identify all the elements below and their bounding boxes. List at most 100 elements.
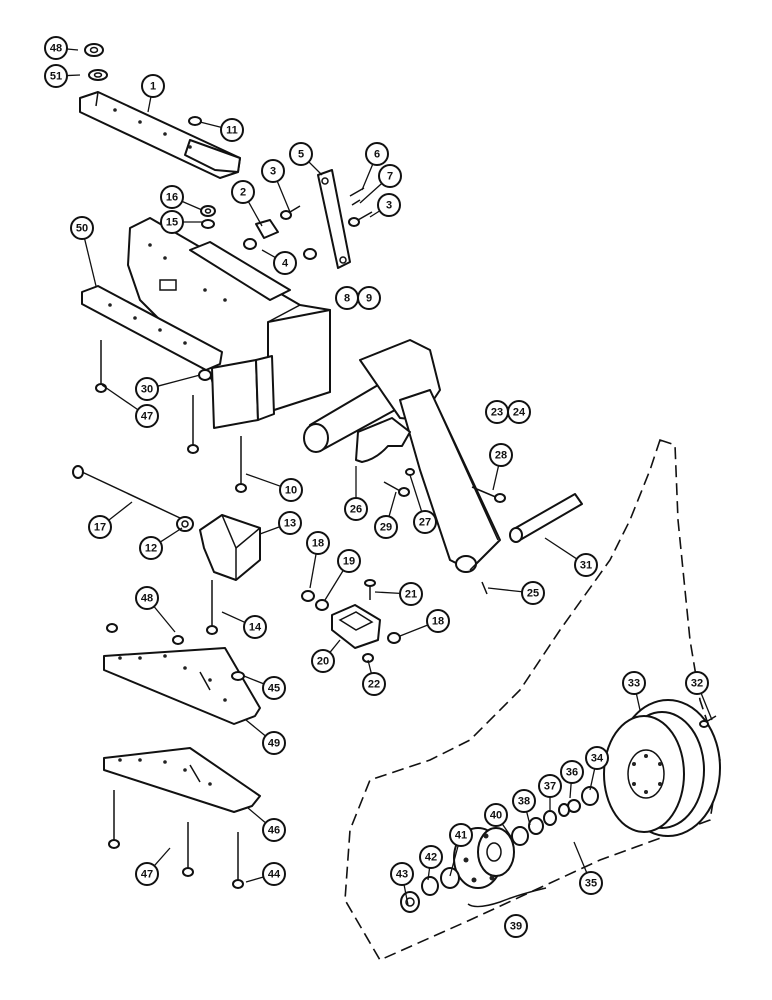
clevis-20 (331, 604, 381, 649)
callout-leader-21 (374, 591, 401, 595)
callout-label: 29 (380, 522, 392, 534)
callout-29: 29 (374, 515, 398, 539)
bolt-47-lower-b (182, 822, 194, 877)
callout-34: 34 (585, 746, 609, 770)
callout-leader-46 (247, 807, 267, 824)
callout-15: 15 (160, 210, 184, 234)
callout-label: 25 (527, 588, 539, 600)
callout-leader-1 (147, 96, 152, 113)
callout-14: 14 (243, 615, 267, 639)
callout-48: 48 (44, 36, 68, 60)
callout-leader-40 (501, 823, 513, 839)
block-2 (255, 219, 279, 239)
washer-19 (315, 599, 329, 611)
callout-label: 30 (141, 384, 153, 396)
callout-51: 51 (44, 64, 68, 88)
cup-41 (440, 867, 460, 889)
callout-leader-43 (403, 884, 409, 906)
callout-label: 41 (455, 830, 467, 842)
nut-18-right (387, 632, 401, 644)
callout-label: 47 (141, 869, 153, 881)
callout-33: 33 (622, 671, 646, 695)
callout-label: 23 (491, 407, 503, 419)
callout-25: 25 (521, 581, 545, 605)
callout-leader-45 (243, 675, 265, 685)
link-5 (317, 169, 351, 269)
callout-label: 31 (580, 560, 592, 572)
callout-13: 13 (278, 511, 302, 535)
callout-leader-30 (157, 374, 201, 387)
callout-label: 10 (285, 485, 297, 497)
callout-label: 43 (396, 869, 408, 881)
callout-9: 9 (357, 286, 381, 310)
callout-6: 6 (365, 142, 389, 166)
callout-leader-25 (487, 587, 523, 593)
callout-41: 41 (449, 823, 473, 847)
callout-label: 49 (268, 738, 280, 750)
callout-label: 36 (566, 767, 578, 779)
callout-label: 45 (268, 683, 280, 695)
callout-1: 1 (141, 74, 165, 98)
callout-8: 8 (335, 286, 359, 310)
callout-leader-18 (399, 624, 429, 637)
callout-32: 32 (685, 671, 709, 695)
bolt-47-top-b (187, 395, 199, 454)
callout-31: 31 (574, 553, 598, 577)
callout-24: 24 (507, 400, 531, 424)
callout-leader-3 (276, 180, 291, 213)
callout-47: 47 (135, 862, 159, 886)
callout-label: 7 (387, 171, 393, 183)
washer-51-top (88, 69, 108, 81)
callout-23: 23 (485, 400, 509, 424)
bolt-3-left (280, 205, 301, 220)
callout-47: 47 (135, 404, 159, 428)
callout-leader-27 (409, 474, 423, 512)
callout-leader-34 (589, 768, 596, 791)
callout-22: 22 (362, 672, 386, 696)
callout-label: 11 (226, 125, 238, 137)
pin-25 (481, 581, 488, 595)
callout-label: 48 (141, 593, 153, 605)
nut-48-top (84, 43, 104, 57)
callout-leader-47 (101, 384, 139, 411)
callout-7: 7 (378, 164, 402, 188)
plate-50 (81, 285, 223, 371)
bolt-47-top-a (95, 340, 107, 393)
callout-label: 15 (166, 217, 178, 229)
callout-label: 51 (50, 71, 62, 83)
callout-label: 19 (343, 556, 355, 568)
nut-18-left (301, 590, 315, 602)
callout-label: 9 (366, 293, 372, 305)
nut-48-lower-a (106, 623, 118, 633)
nut-4-right (303, 248, 317, 260)
callout-42: 42 (419, 845, 443, 869)
bearing-42 (421, 876, 439, 896)
callout-leader-18 (309, 553, 317, 589)
callout-label: 28 (495, 450, 507, 462)
callout-label: 16 (166, 192, 178, 204)
callout-label: 39 (510, 921, 522, 933)
bolt-17 (72, 465, 181, 519)
callout-38: 38 (512, 789, 536, 813)
callout-leader-33 (635, 693, 641, 711)
nut-16 (200, 205, 216, 217)
bolt-29 (383, 481, 410, 497)
callout-leader-20 (329, 639, 341, 653)
callout-44: 44 (262, 862, 286, 886)
callout-11: 11 (220, 118, 244, 142)
callout-label: 35 (585, 878, 597, 890)
callout-39: 39 (504, 914, 528, 938)
callout-leader-14 (221, 611, 246, 624)
callout-20: 20 (311, 649, 335, 673)
callout-label: 3 (270, 166, 276, 178)
callout-label: 5 (298, 149, 304, 161)
callout-50: 50 (70, 216, 94, 240)
hub-39-bracket (467, 887, 547, 908)
bushing-12 (176, 516, 194, 532)
callout-leader-3 (369, 210, 381, 218)
caster-arm-23-24 (303, 339, 501, 573)
callout-leader-48 (66, 48, 79, 51)
callout-27: 27 (413, 510, 437, 534)
callout-label: 17 (94, 522, 106, 534)
callout-leader-49 (245, 719, 266, 737)
